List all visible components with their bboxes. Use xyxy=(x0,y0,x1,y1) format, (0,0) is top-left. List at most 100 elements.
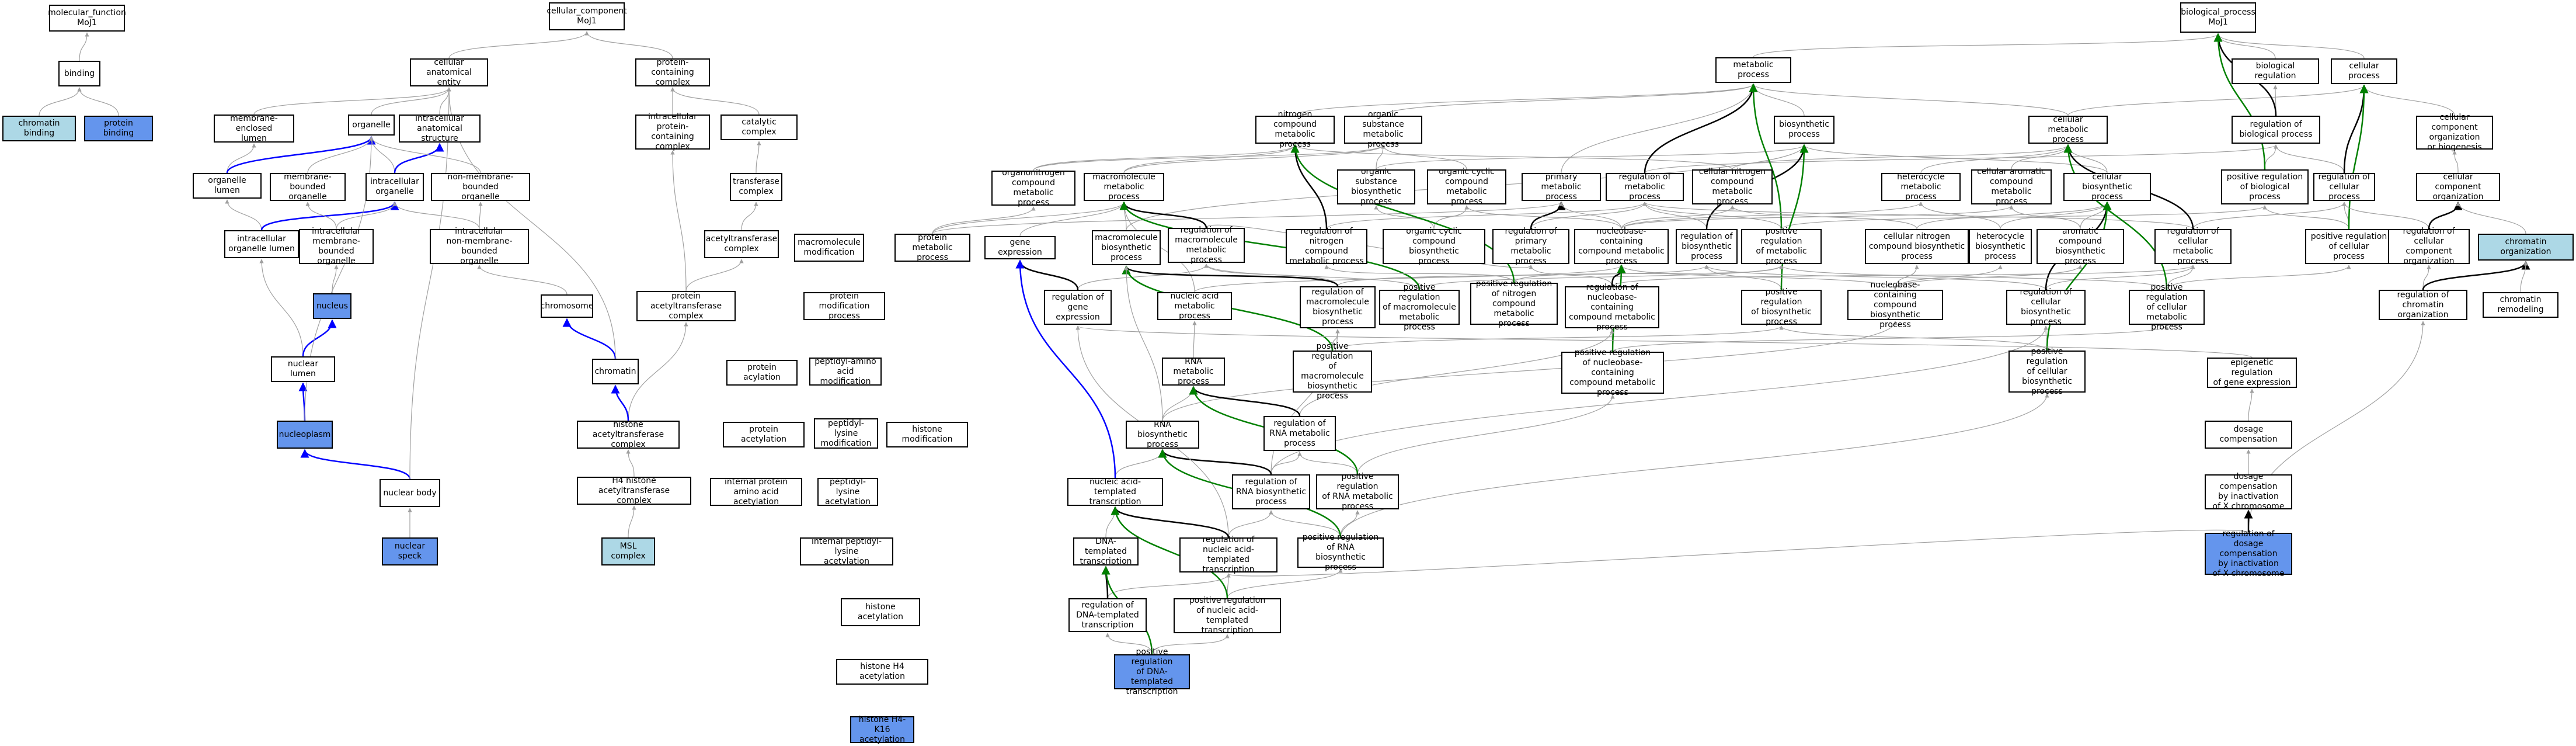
go-term-regcell[interactable]: regulation of cellular process xyxy=(2313,172,2375,202)
go-term-nbcbp[interactable]: nucleobase-containing compound biosynthe… xyxy=(1847,280,1943,329)
go-term-epireg[interactable]: epigenetic regulation of gene expression xyxy=(2207,358,2297,388)
go-term-geneexp[interactable]: gene expression xyxy=(984,236,1056,259)
go-term-nucbody[interactable]: nuclear body xyxy=(380,479,440,507)
go-term-ias[interactable]: intracellular anatomical structure xyxy=(399,114,481,143)
go-term-protacet[interactable]: protein acetylation xyxy=(723,422,805,447)
go-term-osmp[interactable]: organic substance metabolic process xyxy=(1344,110,1422,149)
go-term-regcellmet[interactable]: regulation of cellular metabolic process xyxy=(2154,227,2232,266)
go-term-pregrnabio[interactable]: positive regulation of RNA biosynthetic … xyxy=(1297,533,1384,572)
go-term-pregnatt[interactable]: positive regulation of nucleic acid-temp… xyxy=(1174,596,1281,635)
go-term-chrremod[interactable]: chromatin remodeling xyxy=(2483,292,2558,318)
go-term-pregbio[interactable]: positive regulation of biosynthetic proc… xyxy=(1741,287,1822,327)
go-term-chrorg[interactable]: chromatin organization xyxy=(2478,234,2574,261)
go-term-dcix[interactable]: dosage compensation by inactivation of X… xyxy=(2205,472,2292,511)
go-term-pregncmp[interactable]: positive regulation of nitrogen compound… xyxy=(1470,279,1558,328)
go-term-rnabio[interactable]: RNA biosynthetic process xyxy=(1126,420,1199,449)
go-term-chromosome[interactable]: chromosome xyxy=(541,294,593,318)
go-term-osbp[interactable]: organic substance biosynthetic process xyxy=(1337,167,1415,206)
go-term-hetmet[interactable]: heterocycle metabolic process xyxy=(1881,172,1961,202)
go-term-histac[interactable]: histone acetylation xyxy=(841,598,920,626)
go-term-binding[interactable]: binding xyxy=(58,61,100,86)
go-term-regcco[interactable]: regulation of cellular component organiz… xyxy=(2388,227,2470,266)
go-term-iprotaa[interactable]: internal protein amino acid acetylation xyxy=(710,477,802,506)
go-term-macromod[interactable]: macromolecule modification xyxy=(794,234,864,262)
go-term-acbp[interactable]: aromatic compound biosynthetic process xyxy=(2037,227,2124,266)
go-term-chromatin[interactable]: chromatin xyxy=(592,359,639,384)
go-term-orglumen[interactable]: organelle lumen xyxy=(193,173,262,199)
go-term-chrbind[interactable]: chromatin binding xyxy=(2,116,76,141)
go-term-pregmet[interactable]: positive regulation of metabolic process xyxy=(1741,227,1822,266)
go-term-nucleoplasm[interactable]: nucleoplasm xyxy=(277,421,333,449)
go-term-pregnbcmp[interactable]: positive regulation of nucleobase-contai… xyxy=(1561,348,1664,397)
go-term-msl[interactable]: MSL complex xyxy=(601,537,655,565)
go-term-regmacromet[interactable]: regulation of macromolecule metabolic pr… xyxy=(1168,225,1245,265)
go-term-macromet[interactable]: macromolecule metabolic process xyxy=(1084,172,1164,202)
go-term-pregmacromet[interactable]: positive regulation of macromolecule met… xyxy=(1379,283,1460,332)
go-term-dtt[interactable]: DNA-templated transcription xyxy=(1073,537,1139,566)
go-term-cellproc[interactable]: cellular process xyxy=(2331,58,2397,84)
go-term-cellbio[interactable]: cellular biosynthetic process xyxy=(2063,172,2151,202)
go-term-pregmacrobio[interactable]: positive regulation of macromolecule bio… xyxy=(1293,342,1372,401)
go-term-hatcx[interactable]: histone acetyltransferase complex xyxy=(577,420,680,449)
go-term-pregrnamet[interactable]: positive regulation of RNA metabolic pro… xyxy=(1316,472,1399,511)
go-term-h4ac[interactable]: histone H4 acetylation xyxy=(836,659,928,685)
go-term-ncmp[interactable]: nitrogen compound metabolic process xyxy=(1255,110,1335,149)
go-term-primmet[interactable]: primary metabolic process xyxy=(1522,172,1601,202)
go-term-cncbp[interactable]: cellular nitrogen compound biosynthetic … xyxy=(1865,229,1969,264)
go-term-catcx[interactable]: catalytic complex xyxy=(720,114,798,140)
go-term-regprim[interactable]: regulation of primary metabolic process xyxy=(1492,227,1569,266)
go-term-pregdtt[interactable]: positive regulation of DNA-templated tra… xyxy=(1114,647,1190,696)
go-term-pregbp[interactable]: positive regulation of biological proces… xyxy=(2221,169,2309,204)
go-term-protbind[interactable]: protein binding xyxy=(84,116,153,141)
go-term-ocmp[interactable]: organic cyclic compound metabolic proces… xyxy=(1427,167,1506,206)
go-term-bp[interactable]: biological_process MoJ1 xyxy=(2180,2,2256,33)
go-term-cc[interactable]: cellular_component MoJ1 xyxy=(546,2,627,30)
go-term-cncmp[interactable]: cellular nitrogen compound metabolic pro… xyxy=(1692,167,1773,206)
go-term-regrnabio[interactable]: regulation of RNA biosynthetic process xyxy=(1232,474,1310,509)
go-term-ipcc[interactable]: intracellular protein-containing complex xyxy=(635,112,710,151)
go-term-h4k16[interactable]: histone H4-K16 acetylation xyxy=(850,715,914,744)
go-term-paamod[interactable]: peptidyl-amino acid modification xyxy=(809,357,882,386)
go-term-dosecomp[interactable]: dosage compensation xyxy=(2205,421,2292,449)
go-term-organelle[interactable]: organelle xyxy=(348,114,395,136)
go-term-onmp[interactable]: organonitrogen compound metabolic proces… xyxy=(991,168,1075,207)
go-term-regbp[interactable]: regulation of biological process xyxy=(2232,116,2320,144)
go-term-imbo[interactable]: intracellular membrane-bounded organelle xyxy=(299,227,374,266)
go-term-h4hat[interactable]: H4 histone acetyltransferase complex xyxy=(577,476,691,505)
go-term-hetbio[interactable]: heterocycle biosynthetic process xyxy=(1969,229,2032,264)
go-term-ccob[interactable]: cellular component organization or bioge… xyxy=(2416,113,2493,152)
go-term-macrobio[interactable]: macromolecule biosynthetic process xyxy=(1092,230,1161,265)
go-term-io[interactable]: intracellular organelle xyxy=(365,173,424,201)
go-term-speck[interactable]: nuclear speck xyxy=(382,537,438,565)
go-term-histmod[interactable]: histone modification xyxy=(886,422,968,447)
go-term-mf[interactable]: molecular_function MoJ1 xyxy=(48,5,126,32)
go-term-metproc[interactable]: metabolic process xyxy=(1715,57,1791,83)
go-term-mbo[interactable]: membrane-bounded organelle xyxy=(270,172,346,202)
go-term-ocbp[interactable]: organic cyclic compound biosynthetic pro… xyxy=(1383,227,1485,266)
go-term-cco[interactable]: cellular component organization xyxy=(2416,172,2500,202)
go-term-regdtt[interactable]: regulation of DNA-templated transcriptio… xyxy=(1068,598,1147,632)
go-term-tfcx[interactable]: transferase complex xyxy=(730,173,782,201)
go-term-pcc[interactable]: protein-containing complex xyxy=(635,58,710,87)
go-term-regmet[interactable]: regulation of metabolic process xyxy=(1606,172,1684,202)
go-term-plysac[interactable]: peptidyl-lysine acetylation xyxy=(817,477,878,506)
go-term-cacmp[interactable]: cellular aromatic compound metabolic pro… xyxy=(1971,167,2052,206)
go-term-pregcellbio[interactable]: positive regulation of cellular biosynth… xyxy=(2008,347,2086,396)
go-term-inmbo[interactable]: intracellular non-membrane-bounded organ… xyxy=(430,227,529,266)
go-term-regdcix[interactable]: regulation of dosage compensation by ina… xyxy=(2205,529,2292,578)
go-term-regnatt[interactable]: regulation of nucleic acid-templated tra… xyxy=(1179,535,1277,574)
go-term-nuclumen[interactable]: nuclear lumen xyxy=(271,356,335,382)
go-term-nucleus[interactable]: nucleus xyxy=(313,293,351,319)
go-term-actcx[interactable]: acetyltransferase complex xyxy=(704,230,779,258)
go-term-protmod[interactable]: protein modification process xyxy=(803,292,885,321)
go-term-nucmet[interactable]: nucleic acid metabolic process xyxy=(1157,292,1232,321)
go-term-pregcell[interactable]: positive regulation of cellular process xyxy=(2305,229,2393,264)
go-term-regcellbio[interactable]: regulation of cellular biosynthetic proc… xyxy=(2006,287,2086,327)
go-term-bioreg[interactable]: biological regulation xyxy=(2232,58,2319,84)
go-term-pactcx[interactable]: protein acetyltransferase complex xyxy=(636,291,736,321)
go-term-membl[interactable]: membrane-enclosed lumen xyxy=(214,114,294,143)
go-term-regrnamet[interactable]: regulation of RNA metabolic process xyxy=(1263,416,1336,451)
go-term-regnbcmp[interactable]: regulation of nucleobase-containing comp… xyxy=(1565,283,1659,332)
go-term-pregcellmet[interactable]: positive regulation of cellular metaboli… xyxy=(2129,283,2205,332)
go-term-iplysac[interactable]: internal peptidyl-lysine acetylation xyxy=(800,537,893,566)
